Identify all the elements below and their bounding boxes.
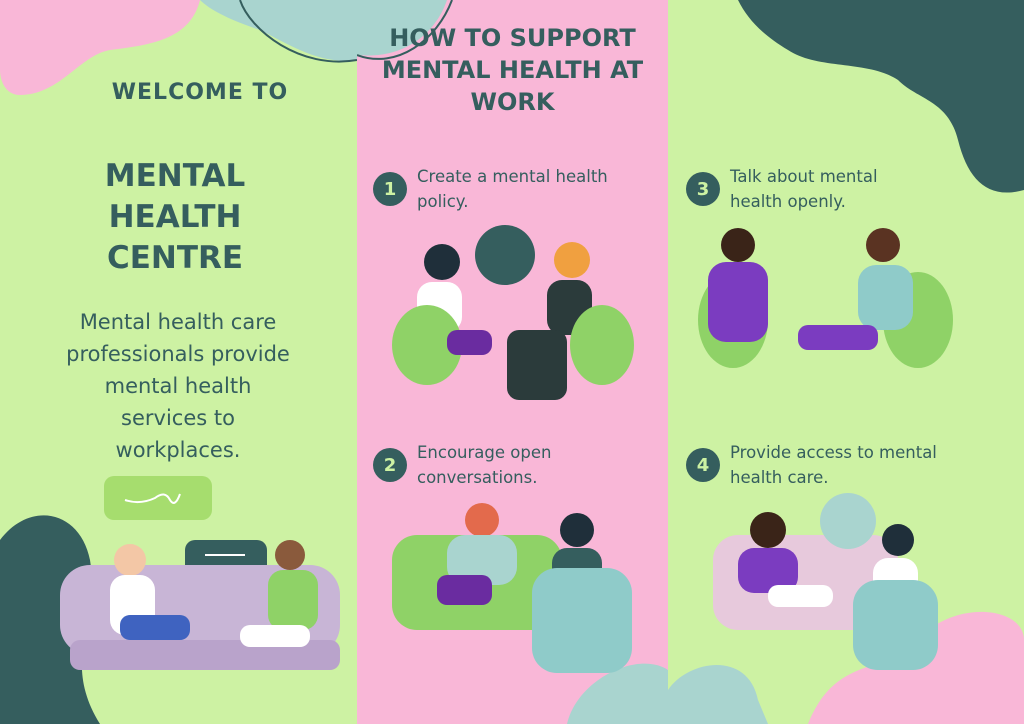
decorative-blobs	[0, 0, 357, 724]
middle-panel: HOW TO SUPPORT MENTAL HEALTH AT WORK 1 C…	[357, 0, 668, 724]
step-text: Provide access to mental health care.	[730, 443, 937, 487]
step-2: 2 Encourage open conversations.	[373, 440, 613, 490]
step-4: 4 Provide access to mental health care.	[686, 440, 946, 490]
description-text: Mental health care professionals provide…	[66, 310, 290, 462]
step-text: Create a mental health policy.	[417, 167, 608, 211]
left-panel: WELCOME TO MENTAL HEALTH CENTRE Mental h…	[0, 0, 357, 724]
right-panel: 3 Talk about mental health openly. 4 Pro…	[668, 0, 1024, 724]
decorative-blobs	[357, 0, 668, 724]
step-number: 4	[686, 448, 720, 482]
step-number: 3	[686, 172, 720, 206]
welcome-heading: WELCOME TO	[111, 80, 289, 105]
page-title: MENTAL HEALTH CENTRE	[104, 158, 246, 276]
step-text: Encourage open conversations.	[417, 443, 552, 487]
step-number: 1	[373, 172, 407, 206]
step-text: Talk about mental health openly.	[730, 167, 878, 211]
section-title: HOW TO SUPPORT MENTAL HEALTH AT WORK	[381, 24, 644, 116]
decorative-blobs	[668, 0, 1024, 724]
step-3: 3 Talk about mental health openly.	[686, 164, 926, 214]
step-1: 1 Create a mental health policy.	[373, 164, 663, 214]
step-number: 2	[373, 448, 407, 482]
